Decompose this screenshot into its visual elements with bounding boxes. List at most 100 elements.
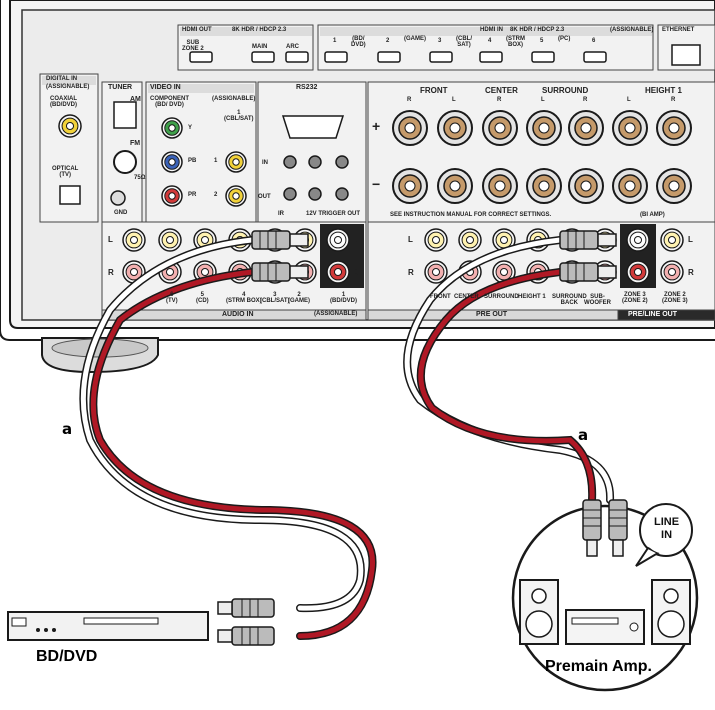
hdmi-in-port-4 [479, 51, 503, 63]
pre-out-l-jack-8 [660, 228, 684, 252]
premain-amp [511, 499, 699, 692]
bi-amp-label: (BI AMP) [640, 212, 665, 218]
tuner-fm-label: FM [130, 140, 141, 147]
speaker-group-1: FRONT [420, 86, 448, 95]
audio-in-r2-label: R [352, 268, 358, 277]
audio-in-assignable: (ASSIGNABLE) [314, 311, 358, 317]
speaker-group-2: CENTER [485, 86, 518, 95]
pre-out-channel-2: CENTER [454, 294, 479, 300]
ir-trigger-jack-5 [308, 187, 322, 201]
am-antenna-terminal [113, 101, 137, 129]
amp-unit [565, 609, 645, 645]
video-in-title: VIDEO IN [150, 84, 181, 91]
hdmi-out-title: HDMI OUT [182, 27, 212, 33]
tuner-title: TUNER [108, 84, 133, 91]
hdmi-in-name-4: (STRM BOX) [506, 36, 525, 48]
video-pb-label: PB [188, 158, 197, 164]
amp-plug-white [608, 499, 628, 557]
speaker-terminal-3-minus [482, 168, 518, 204]
speaker-rl-2: L [452, 97, 456, 103]
hdmi-in-port-6 [583, 51, 607, 63]
speaker-terminal-7-plus [656, 110, 692, 146]
pre-out-r-jack-3 [492, 260, 516, 284]
bd-dvd-player [7, 611, 209, 641]
ethernet-label: ETHERNET [662, 27, 695, 33]
speaker-terminal-7-minus [656, 168, 692, 204]
hdmi-in-name-2: (GAME) [404, 36, 426, 42]
cable-callout-left: a [62, 420, 73, 438]
zone-out-l-jack [626, 228, 650, 252]
pre-out-channel-1: FRONT [430, 294, 451, 300]
pre-out-channel-6: SUB- WOOFER [584, 294, 611, 306]
cable-callout-right: a [578, 426, 589, 444]
hdmi-in-name-3: (CBL/ SAT) [456, 36, 472, 48]
amp-device-label: Premain Amp. [545, 658, 652, 675]
video-one-label: 1 [214, 158, 218, 164]
video-two-label: 2 [214, 192, 218, 198]
component-label: COMPONENT (BD/ DVD) [150, 96, 189, 108]
hdmi-in-port-1 [324, 51, 348, 63]
zone2-label: ZONE 2 (ZONE 3) [662, 292, 688, 304]
pre-out-r-jack-1 [424, 260, 448, 284]
hdmi-out-main-label: MAIN [252, 44, 268, 50]
hdmi-in-port-3 [429, 51, 453, 63]
hdmi-out-arc-label: ARC [286, 44, 299, 50]
speaker-note: SEE INSTRUCTION MANUAL FOR CORRECT SETTI… [390, 212, 552, 218]
pre-out-r-jack-8 [660, 260, 684, 284]
audio-in-channel-4: 3 (CBL/SAT) [260, 292, 290, 304]
digital-in-title: DIGITAL IN [46, 76, 78, 82]
ir-in-label: IN [262, 160, 268, 166]
hdmi-in-assignable: (ASSIGNABLE) [610, 27, 654, 33]
amp-speaker-left [519, 579, 559, 645]
pre-out-l-label: L [408, 235, 413, 244]
video-cbl-sat-label: 1 (CBL/SAT) [224, 110, 254, 122]
bd-dvd-input-r-jack [326, 260, 350, 284]
hdmi-in-number-3: 3 [438, 38, 442, 44]
audio-in-l-label: L [108, 235, 113, 244]
pre-out-title: PRE OUT [476, 311, 508, 318]
coaxial-label: COAXIAL (BD/DVD) [50, 96, 77, 108]
audio-in-l-jack-2 [158, 228, 182, 252]
hdmi-out-spec: 8K HDR / HDCP 2.3 [232, 27, 287, 33]
pre-line-out-title: PRE/LINE OUT [628, 311, 678, 318]
audio-in-channel-1: 6 (TV) [166, 292, 178, 304]
hdmi-in-port-5 [531, 51, 555, 63]
rca-plug-preout-left [559, 230, 617, 250]
rs232-port [281, 115, 345, 139]
hdmi-out-port-3 [285, 51, 309, 63]
pre-out-channel-4: HEIGHT 1 [518, 294, 546, 300]
amp-speaker-right [651, 579, 691, 645]
amp-plug-red [582, 499, 602, 557]
speaker-rl-5: R [583, 97, 588, 103]
speaker-group-4: HEIGHT 1 [645, 86, 682, 95]
ir-trigger-jack-3 [335, 155, 349, 169]
video-in-2-jack [225, 185, 247, 207]
tuner-am-label: AM [130, 96, 141, 103]
ir-out-label: OUT [258, 194, 271, 200]
rca-plug-bd-left [251, 230, 309, 250]
ir-label: IR [278, 211, 284, 217]
audio-in-channel-2: 5 (CD) [196, 292, 209, 304]
rs232-label: RS232 [296, 84, 318, 91]
speaker-terminal-6-minus [612, 168, 648, 204]
ir-trigger-jack-4 [283, 187, 297, 201]
right-cable-red [416, 268, 597, 504]
speaker-terminal-2-plus [437, 110, 473, 146]
video-assignable: (ASSIGNABLE) [212, 96, 256, 102]
hdmi-in-name-1: (BD/ DVD) [351, 36, 366, 48]
speaker-group-3: SURROUND [542, 86, 589, 95]
optical-label: OPTICAL (TV) [52, 166, 79, 178]
audio-in-l-jack-1 [122, 228, 146, 252]
audio-in-r-label: R [108, 268, 114, 277]
rca-plug-dvd-red [217, 626, 275, 646]
rca-plug-bd-right [251, 262, 309, 282]
rca-cables [79, 230, 617, 646]
coaxial-jack [58, 114, 82, 138]
source-device-label: BD/DVD [36, 648, 98, 665]
rca-plug-preout-right [559, 262, 617, 282]
gnd-label: GND [114, 210, 128, 216]
audio-in-r-jack-3 [193, 260, 217, 284]
hdmi-in-number-2: 2 [386, 38, 390, 44]
digital-in-assignable: (ASSIGNABLE) [46, 84, 90, 90]
